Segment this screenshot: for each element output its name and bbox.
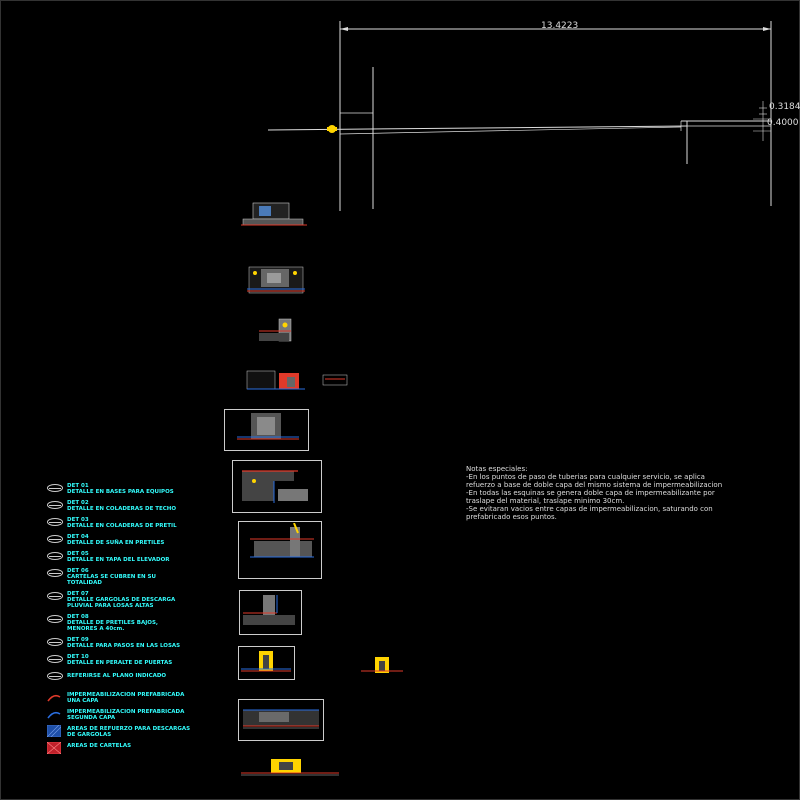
legend-desc: DETALLE DE SUÑA EN PRETILES	[67, 540, 165, 546]
legend-code: DET 06	[67, 568, 89, 574]
legend-desc: DETALLE PARA PASOS EN LAS LOSAS	[67, 643, 181, 649]
detail-01	[241, 202, 307, 226]
notes-line: -En todas las esquinas se genera doble c…	[466, 489, 715, 505]
detail-marker-icon	[47, 484, 63, 492]
notes-line: -Se evitaran vacios entre capas de imper…	[466, 505, 713, 521]
legend-code: DET 05	[67, 551, 89, 557]
legend-item: DET 02 DETALLE EN COLADERAS DE TECHO	[47, 500, 237, 516]
detail-09-frame	[238, 646, 295, 680]
detail-07	[250, 523, 314, 558]
dimension-upper: 0.3184	[769, 102, 800, 112]
legend-desc: DETALLE EN COLADERAS DE PRETIL	[67, 523, 177, 529]
legend-item: DET 08 DETALLE DE PRETILES BAJOS, MENORE…	[47, 614, 237, 636]
legend-code: DET 01	[67, 483, 89, 489]
legend-symbol-row: AREAS DE REFUERZO PARA DESCARGAS DE GARG…	[47, 725, 237, 741]
legend-desc: CARTELAS SE CUBREN EN SU TOTALIDAD	[67, 574, 156, 586]
detail-marker-icon	[47, 535, 63, 543]
detail-07-frame	[238, 521, 322, 579]
legend-code: DET 02	[67, 500, 89, 506]
legend-desc: DETALLE DE PRETILES BAJOS, MENORES A 40c…	[67, 620, 159, 632]
legend-code: DET 07	[67, 591, 89, 597]
legend-code: DET 09	[67, 637, 89, 643]
roof-section-drawing	[267, 21, 772, 211]
detail-06-frame	[232, 460, 322, 513]
blue-layer-icon	[47, 711, 61, 719]
legend-symbol-row: IMPERMEABILIZACION PREFABRICADA SEGUNDA …	[47, 708, 237, 724]
reinforcement-hatch-icon	[47, 725, 61, 737]
detail-09	[241, 651, 291, 672]
legend-item: DET 03 DETALLE EN COLADERAS DE PRETIL	[47, 517, 237, 533]
detail-marker-icon	[47, 552, 63, 560]
detail-marker-icon	[47, 569, 63, 577]
legend-desc: DETALLE EN BASES PARA EQUIPOS	[67, 489, 174, 495]
legend-item: DET 09 DETALLE PARA PASOS EN LAS LOSAS	[47, 637, 237, 653]
legend-desc: DETALLE EN TAPA DEL ELEVADOR	[67, 557, 170, 563]
legend-item: DET 05 DETALLE EN TAPA DEL ELEVADOR	[47, 551, 237, 567]
legend-code: DET 04	[67, 534, 89, 540]
legend-desc: DETALLE EN COLADERAS DE TECHO	[67, 506, 177, 512]
legend-item: REFERIRSE AL PLANO INDICADO	[47, 671, 237, 687]
detail-marker-icon	[47, 501, 63, 509]
detail-marker-icon	[47, 672, 63, 680]
notes-line: -En los puntos de paso de tuberias para …	[466, 473, 723, 489]
drain-marker-icon	[327, 125, 337, 133]
legend: DET 01 DETALLE EN BASES PARA EQUIPOS DET…	[47, 483, 237, 759]
detail-marker-icon	[47, 638, 63, 646]
detail-10	[243, 709, 319, 729]
legend-symbol-desc: IMPERMEABILIZACION PREFABRICADA SEGUNDA …	[67, 709, 185, 721]
legend-item: DET 04 DETALLE DE SUÑA EN PRETILES	[47, 534, 237, 550]
detail-05	[237, 413, 299, 440]
red-layer-icon	[47, 694, 61, 702]
detail-05-frame	[224, 409, 309, 451]
legend-code: DET 08	[67, 614, 89, 620]
legend-item: DET 01 DETALLE EN BASES PARA EQUIPOS	[47, 483, 237, 499]
legend-symbol-desc: IMPERMEABILIZACION PREFABRICADA UNA CAPA	[67, 692, 185, 704]
detail-02	[247, 266, 305, 294]
detail-03	[259, 318, 292, 342]
dimension-overall: 13.4223	[541, 21, 579, 31]
detail-10-frame	[238, 699, 324, 741]
detail-08-frame	[239, 590, 302, 635]
legend-desc: DETALLE EN PERALTE DE PUERTAS	[67, 660, 173, 666]
detail-11	[241, 759, 339, 776]
detail-marker-icon	[47, 518, 63, 526]
legend-item: DET 07 DETALLE GARGOLAS DE DESCARGA PLUV…	[47, 591, 237, 613]
detail-marker-icon	[47, 615, 63, 623]
dimension-lower: 0.4000	[767, 118, 799, 128]
legend-code: DET 03	[67, 517, 89, 523]
notes-title: Notas especiales:	[466, 465, 528, 473]
legend-code: DET 10	[67, 654, 89, 660]
legend-symbol-row: AREAS DE CARTELAS	[47, 742, 237, 758]
legend-item: DET 10 DETALLE EN PERALTE DE PUERTAS	[47, 654, 237, 670]
detail-04	[246, 370, 348, 390]
detail-08	[243, 595, 295, 625]
special-notes: Notas especiales: -En los puntos de paso…	[466, 465, 726, 521]
legend-desc: DETALLE GARGOLAS DE DESCARGA PLUVIAL PAR…	[67, 597, 176, 609]
legend-symbol-desc: AREAS DE CARTELAS	[67, 743, 132, 749]
cartela-hatch-icon	[47, 742, 61, 754]
legend-symbol-row: IMPERMEABILIZACION PREFABRICADA UNA CAPA	[47, 691, 237, 707]
legend-item: DET 06 CARTELAS SE CUBREN EN SU TOTALIDA…	[47, 568, 237, 590]
detail-marker-icon	[47, 592, 63, 600]
legend-desc: REFERIRSE AL PLANO INDICADO	[67, 673, 167, 679]
legend-symbol-desc: AREAS DE REFUERZO PARA DESCARGAS DE GARG…	[67, 726, 191, 738]
detail-marker-icon	[47, 655, 63, 663]
detail-09b	[361, 657, 403, 673]
detail-06	[242, 470, 308, 503]
